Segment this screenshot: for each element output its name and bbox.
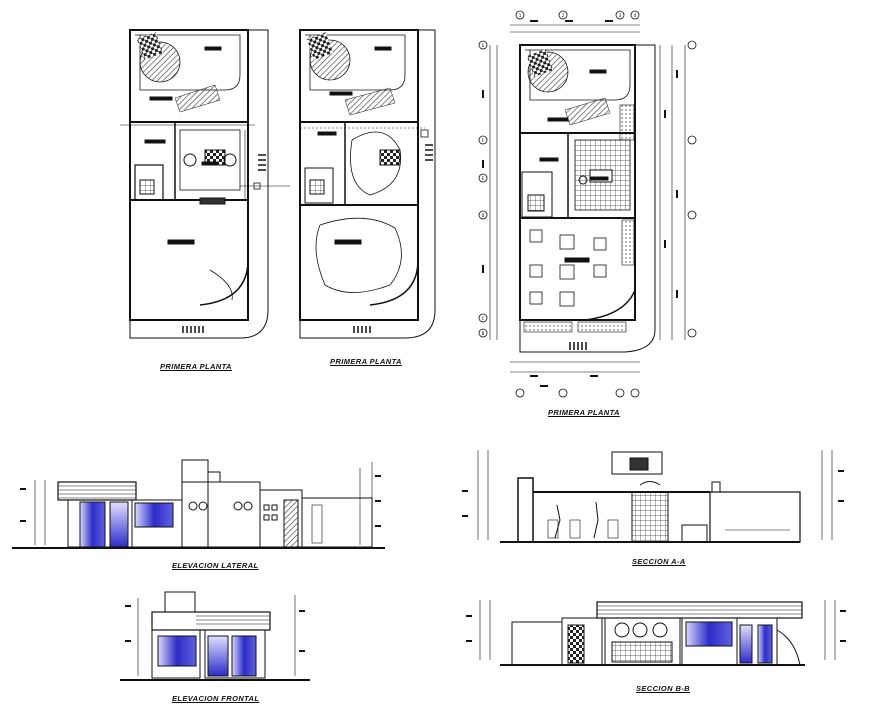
grid-bubbles-left bbox=[478, 40, 697, 338]
grid-label-1: 1 bbox=[519, 13, 522, 19]
grid-label-d: D bbox=[482, 213, 485, 219]
section-b bbox=[466, 600, 846, 666]
grid-label-f: F bbox=[482, 138, 485, 144]
grid-label-3: 3 bbox=[619, 13, 622, 19]
plan-2-caption: PRIMERA PLANTA bbox=[330, 357, 402, 366]
section-a-caption: SECCION A-A bbox=[632, 557, 686, 566]
grid-label-b: B bbox=[482, 331, 485, 337]
grid-label-g: G bbox=[482, 43, 485, 49]
floor-plan-1 bbox=[120, 29, 290, 339]
lateral-elevation-caption: ELEVACION LATERAL bbox=[172, 561, 259, 570]
plan-1-caption: PRIMERA PLANTA bbox=[160, 362, 232, 371]
section-b-caption: SECCION B-B bbox=[636, 684, 690, 693]
grid-label-e: E bbox=[482, 176, 485, 182]
frontal-elevation-caption: ELEVACION FRONTAL bbox=[172, 694, 260, 703]
frontal-elevation bbox=[120, 591, 310, 681]
lateral-elevation bbox=[12, 459, 385, 549]
section-a bbox=[462, 450, 844, 543]
floor-plan-2 bbox=[299, 29, 436, 339]
grid-label-4: 4 bbox=[634, 13, 637, 19]
floor-plan-3 bbox=[482, 20, 686, 387]
grid-label-2: 2 bbox=[562, 13, 565, 19]
grid-label-c: C bbox=[482, 316, 485, 322]
grid-bubbles-top bbox=[515, 10, 640, 398]
plan-3-caption: PRIMERA PLANTA bbox=[548, 408, 620, 417]
